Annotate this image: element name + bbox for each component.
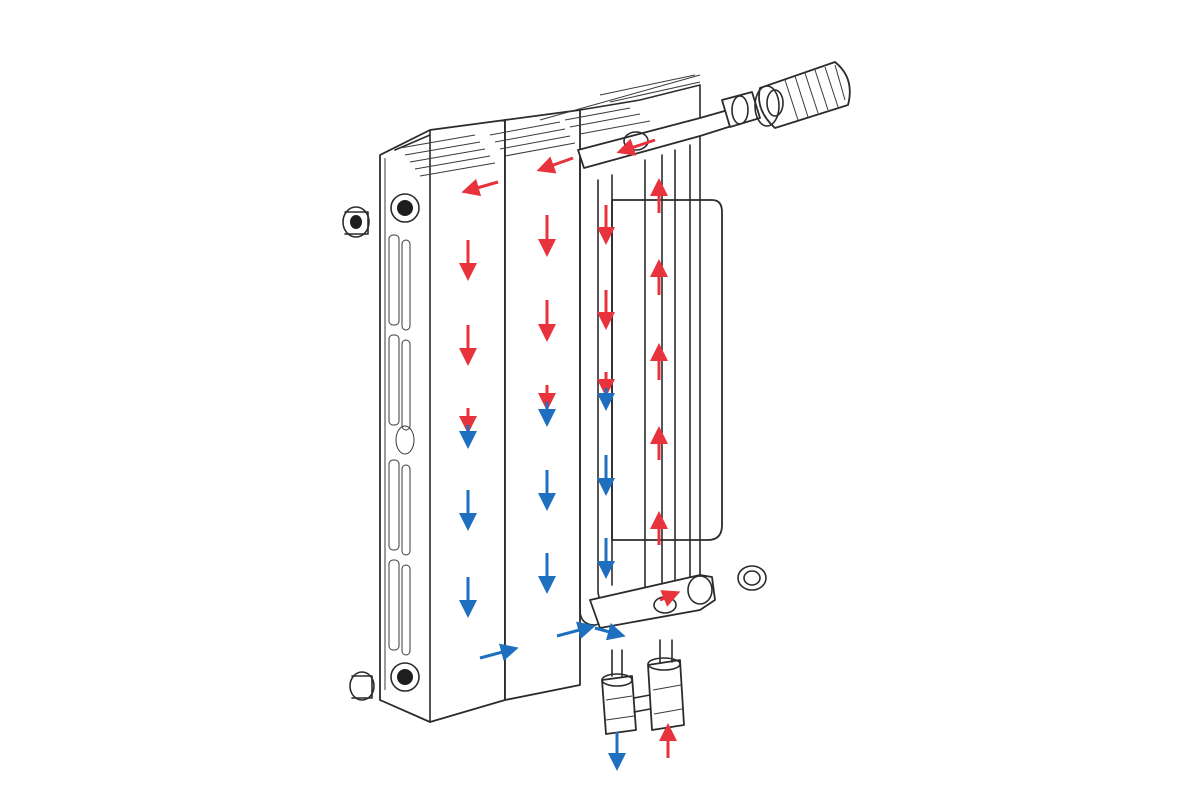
bottom-connection-valve-icon — [601, 639, 685, 735]
bottom-collector-arrow — [556, 621, 596, 640]
riser-arrow — [659, 590, 681, 607]
radiator-section-1 — [379, 119, 506, 723]
front-slots — [388, 234, 411, 656]
flow-arrows — [459, 138, 681, 771]
thermostatic-head-icon — [721, 61, 851, 129]
air-vent-plug-icon — [342, 206, 370, 238]
bottom-collector-arrow — [594, 622, 626, 641]
rear-heat-shield — [611, 199, 723, 541]
top-collector-arrow — [536, 156, 574, 174]
top-collector-arrow — [616, 138, 656, 156]
bottom-collector-arrow — [479, 643, 519, 662]
blanking-plug-icon — [349, 671, 375, 701]
top-collector-arrow — [461, 178, 499, 197]
side-plug-icon — [737, 565, 767, 591]
